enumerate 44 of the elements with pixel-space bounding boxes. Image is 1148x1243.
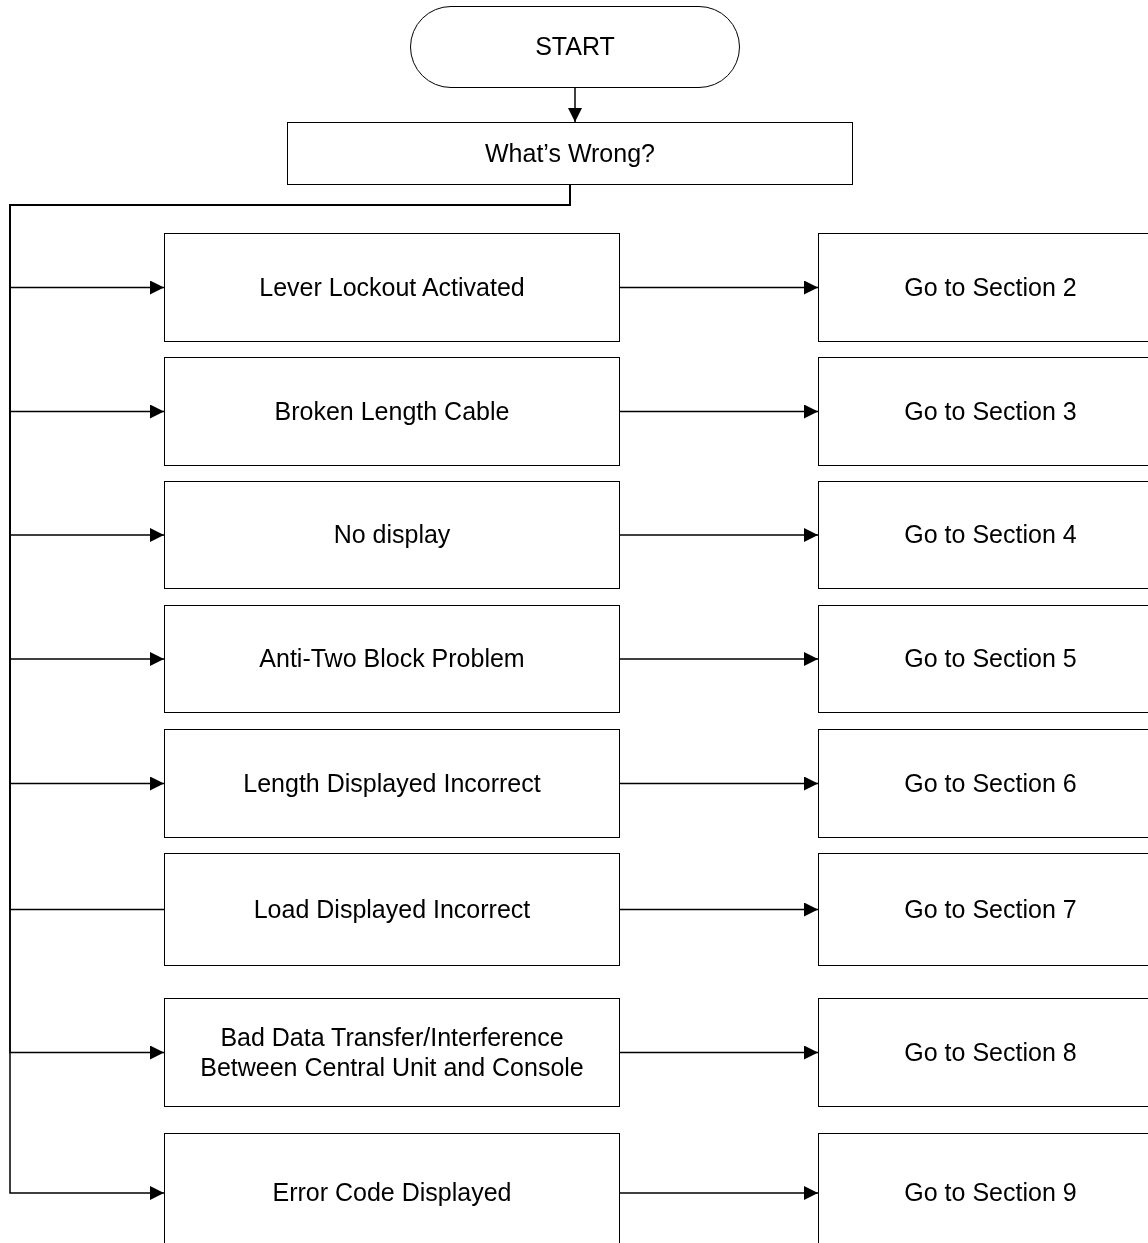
process-box [818,605,1148,713]
arrow [568,87,582,123]
process-box [818,729,1148,838]
process-box [287,122,853,185]
node-label: Go to Section 3 [904,396,1077,427]
node-label: What’s Wrong? [485,138,655,169]
arrow [619,776,819,791]
node-label: START [535,32,615,62]
process-box [164,853,620,966]
node-label: No display [333,520,451,550]
process-box [818,481,1148,589]
arrow [619,1186,819,1200]
process-box [164,481,620,589]
node-label: Go to Section 2 [904,272,1077,303]
process-box [164,729,620,838]
process-box [164,998,620,1107]
node-label: Anti-Two Block Problem [259,644,525,674]
process-box [164,233,620,342]
node-label: Length Displayed Incorrect [243,768,541,799]
node-label: Error Code Displayed [272,1178,512,1208]
arrow [619,1045,819,1060]
node-label: Go to Section 9 [904,1178,1077,1208]
process-box [164,357,620,466]
process-box [818,853,1148,966]
node-label: Go to Section 8 [904,1037,1077,1068]
process-box [164,1133,620,1243]
node-label: Broken Length Cable [274,396,510,427]
arrow [619,528,819,542]
arrow [619,404,819,419]
arrow [619,652,819,666]
node-label: Go to Section 5 [904,644,1077,674]
node-label: Go to Section 6 [904,768,1077,799]
node-label: Go to Section 7 [904,894,1077,925]
arrow [619,902,819,917]
process-box [818,357,1148,466]
node-label: Load Displayed Incorrect [253,894,531,925]
node-label: Go to Section 4 [904,520,1077,550]
process-box [818,998,1148,1107]
process-box [818,233,1148,342]
node-label: Lever Lockout Activated [259,272,525,303]
arrow [619,280,819,295]
node-label: Bad Data Transfer/Interference Between Central Unit and Console [199,1023,585,1082]
process-box [164,605,620,713]
process-box [818,1133,1148,1243]
